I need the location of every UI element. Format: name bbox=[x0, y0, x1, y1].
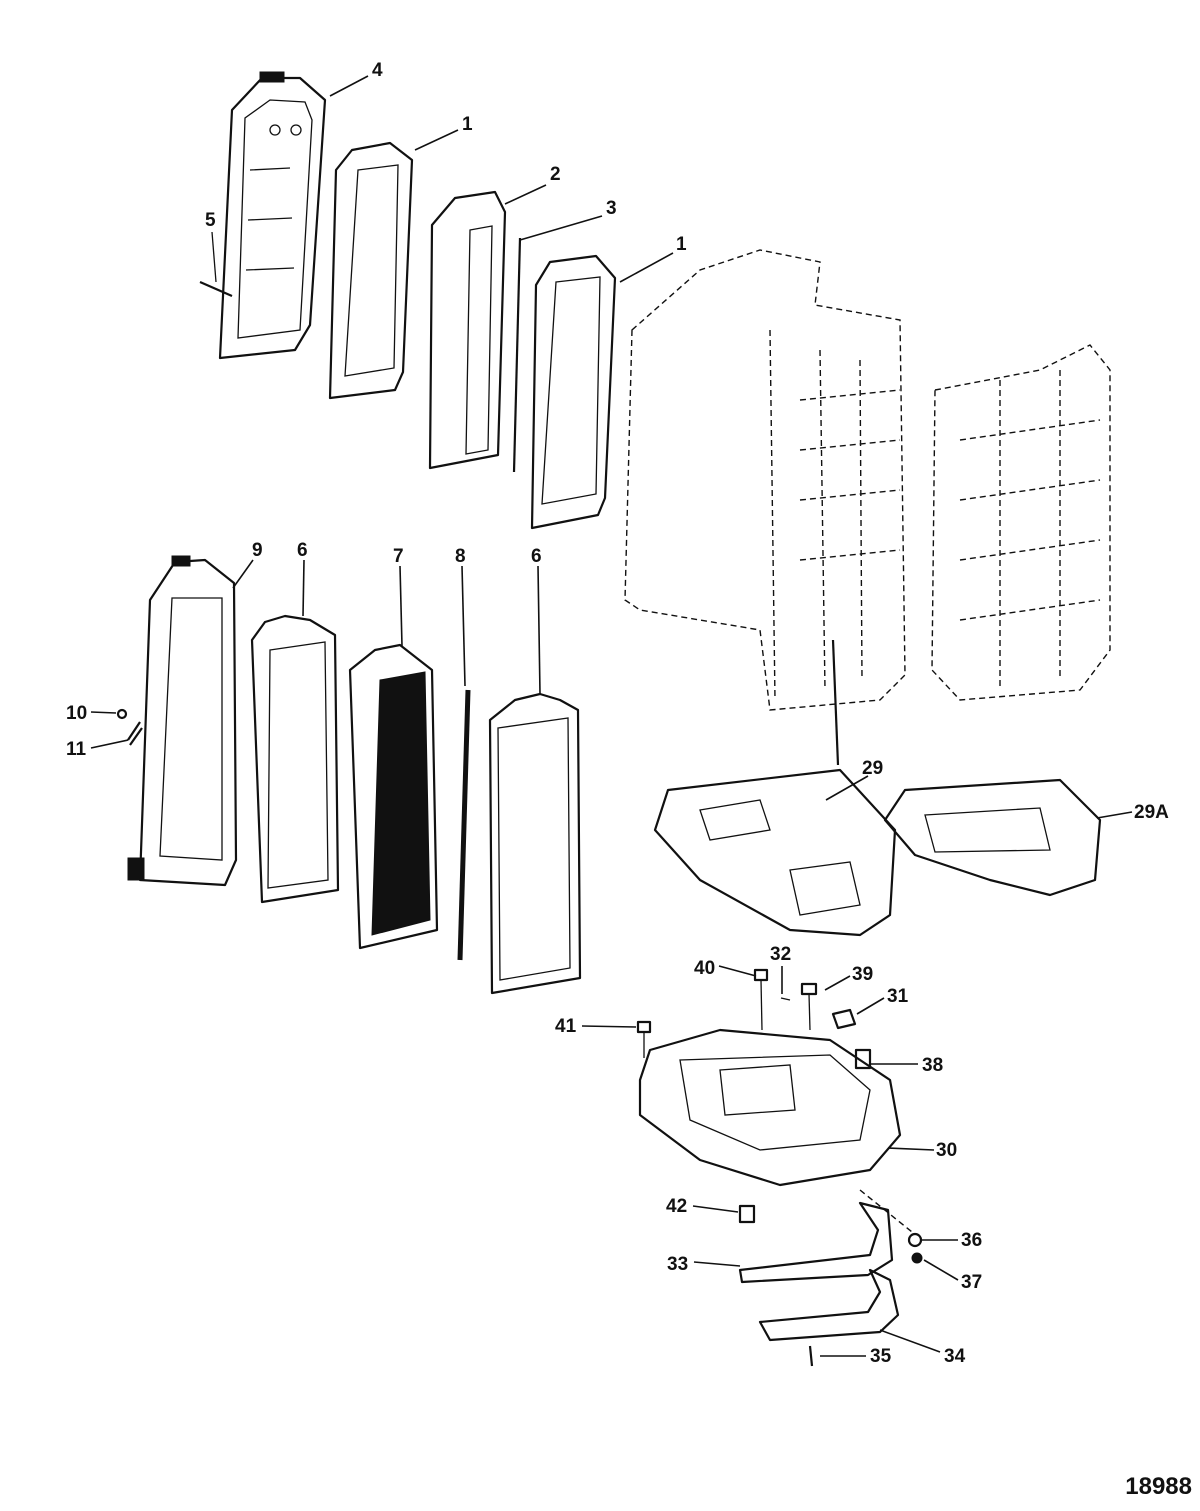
callout-35: 35 bbox=[870, 1346, 892, 1367]
powerhead-block bbox=[624, 249, 906, 766]
callout-1: 1 bbox=[462, 114, 473, 135]
callout-4: 4 bbox=[372, 60, 383, 81]
callout-8: 8 bbox=[455, 546, 466, 567]
callout-5: 5 bbox=[205, 210, 216, 231]
part-1-gasket-upper-right bbox=[530, 254, 617, 530]
part-42-plug bbox=[738, 1204, 756, 1224]
leader-lines bbox=[90, 75, 1133, 1357]
callout-42: 42 bbox=[666, 1196, 687, 1217]
callout-36: 36 bbox=[961, 1230, 982, 1251]
dashed-alignment-line bbox=[859, 1189, 913, 1233]
callout-32: 32 bbox=[770, 944, 791, 965]
part-5-screw bbox=[199, 231, 233, 298]
callout-9: 9 bbox=[252, 540, 263, 561]
callout-29a: 29A bbox=[1134, 802, 1169, 823]
part-29a-base-gasket bbox=[883, 778, 1102, 897]
callout-41: 41 bbox=[555, 1016, 577, 1037]
part-39-bolt bbox=[800, 982, 818, 1031]
part-35-screw bbox=[808, 1345, 814, 1367]
part-3-seal-strip bbox=[512, 237, 522, 473]
part-11-spring bbox=[127, 721, 143, 746]
part-38-fitting bbox=[854, 1048, 872, 1070]
part-2-divider-plate bbox=[428, 190, 507, 470]
part-37-nut bbox=[911, 1252, 923, 1264]
part-31-clip bbox=[831, 1008, 857, 1030]
callout-38: 38 bbox=[922, 1055, 943, 1076]
part-1-gasket-upper-left bbox=[328, 141, 414, 400]
part-10-screw bbox=[116, 708, 128, 720]
part-32-pin bbox=[780, 997, 791, 1001]
callout-labels: 4 1 2 3 1 5 9 6 7 8 6 10 11 29 29A 32 40… bbox=[66, 60, 1169, 1367]
callout-37: 37 bbox=[961, 1272, 982, 1293]
part-7-baffle-plate bbox=[348, 643, 439, 950]
callout-1: 1 bbox=[676, 234, 687, 255]
callout-6: 6 bbox=[531, 546, 542, 567]
part-6-gasket-left bbox=[250, 614, 340, 904]
callout-10: 10 bbox=[66, 703, 87, 724]
callout-29: 29 bbox=[862, 758, 883, 779]
part-30-adapter-plate bbox=[638, 1028, 902, 1187]
callout-34: 34 bbox=[944, 1346, 966, 1367]
part-33-bracket bbox=[738, 1201, 894, 1284]
callout-33: 33 bbox=[667, 1254, 688, 1275]
callout-11: 11 bbox=[66, 739, 87, 760]
crankcase-cover bbox=[931, 344, 1111, 701]
part-9-outer-plate bbox=[127, 555, 238, 887]
figure-number: 18988 bbox=[1125, 1473, 1192, 1500]
part-36-washer bbox=[907, 1232, 923, 1248]
part-4-cover-plate bbox=[218, 71, 327, 360]
part-6-gasket-right bbox=[488, 692, 582, 995]
callout-2: 2 bbox=[550, 164, 561, 185]
part-29-base-gasket bbox=[653, 768, 897, 937]
part-41-fitting bbox=[636, 1020, 652, 1058]
part-34-bracket bbox=[758, 1268, 900, 1342]
callout-31: 31 bbox=[887, 986, 909, 1007]
callout-39: 39 bbox=[852, 964, 873, 985]
part-8-seal-strip bbox=[457, 689, 471, 961]
callout-30: 30 bbox=[936, 1140, 957, 1161]
part-40-bolt bbox=[753, 968, 769, 1031]
callout-40: 40 bbox=[694, 958, 715, 979]
callout-6: 6 bbox=[297, 540, 308, 561]
callout-7: 7 bbox=[393, 546, 404, 567]
callout-3: 3 bbox=[606, 198, 617, 219]
